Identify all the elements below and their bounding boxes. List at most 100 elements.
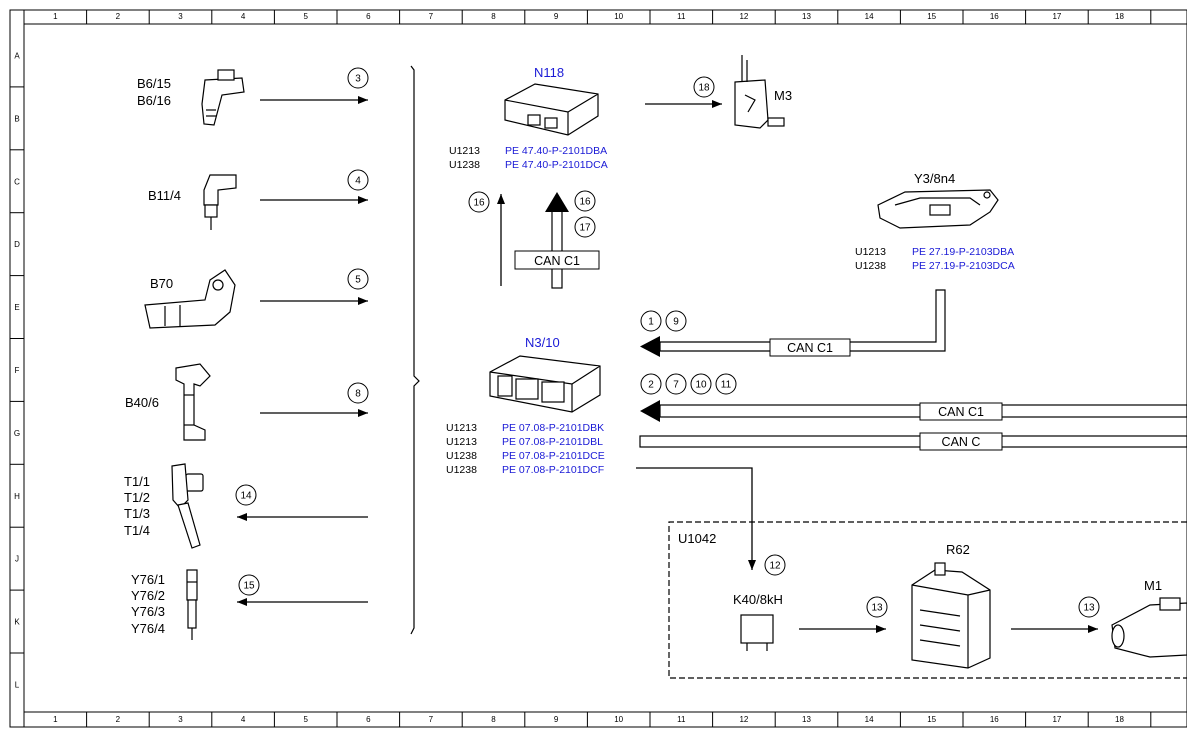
n118-ref-doc-2[interactable]: PE 47.40-P-2101DCA bbox=[505, 159, 608, 171]
starter-motor-icon bbox=[1111, 597, 1187, 658]
n3-ref-doc-1[interactable]: PE 07.08-P-2101DBK bbox=[502, 422, 604, 434]
y3-title: Y3/8n4 bbox=[914, 171, 955, 186]
grid-column-label: 1 bbox=[53, 715, 58, 724]
label-y76-3: Y76/3 bbox=[131, 604, 165, 619]
component-n3: N3/10 U1213 U1213 U1238 U1238 PE 07.08-P… bbox=[446, 335, 605, 476]
svg-text:10: 10 bbox=[695, 380, 707, 391]
n3-ref-doc-3[interactable]: PE 07.08-P-2101DCE bbox=[502, 450, 605, 462]
grid-column-label: 18 bbox=[1115, 715, 1124, 724]
grid-column-label: 14 bbox=[865, 12, 874, 21]
sensor-arrows bbox=[237, 96, 368, 606]
y3-ref-doc-2[interactable]: PE 27.19-P-2103DCA bbox=[912, 260, 1015, 272]
arrow-n3-k40 bbox=[636, 467, 756, 570]
n3-ref-code-3: U1238 bbox=[446, 450, 477, 462]
grid-column-label: 3 bbox=[178, 715, 183, 724]
u1042-label: U1042 bbox=[678, 531, 716, 546]
sensor-b6: B6/15 B6/16 bbox=[137, 69, 245, 126]
component-y3: Y3/8n4 U1213 U1238 PE 27.19-P-2103DBA PE… bbox=[855, 171, 1015, 272]
n3-ref-doc-4[interactable]: PE 07.08-P-2101DCF bbox=[502, 464, 604, 476]
signal-marker-s18: 18 bbox=[693, 76, 715, 98]
svg-text:7: 7 bbox=[673, 380, 679, 391]
grid-row-label: D bbox=[14, 240, 20, 249]
svg-text:13: 13 bbox=[871, 603, 883, 614]
signal-marker-s14: 14 bbox=[235, 484, 257, 506]
y3-ref-code-1: U1213 bbox=[855, 246, 886, 258]
temperature-sensor-icon bbox=[203, 174, 237, 230]
glow-plug-icon bbox=[171, 463, 204, 549]
grid-column-label: 3 bbox=[178, 12, 183, 21]
fuel-pump-icon bbox=[734, 55, 785, 129]
can-c1-up-bus: CAN C1 bbox=[514, 192, 600, 289]
grid-column-label: 9 bbox=[554, 12, 559, 21]
grid-column-label: 18 bbox=[1115, 12, 1124, 21]
svg-text:5: 5 bbox=[355, 275, 361, 286]
signal-marker-s16a: 16 bbox=[468, 191, 490, 213]
grid-column-label: 13 bbox=[802, 715, 811, 724]
svg-text:17: 17 bbox=[579, 223, 591, 234]
grid-column-label: 8 bbox=[491, 12, 496, 21]
grid-column-label: 13 bbox=[802, 12, 811, 21]
grid-column-label: 10 bbox=[614, 715, 623, 724]
grid-row-label: G bbox=[14, 429, 20, 438]
grid-row-label: E bbox=[14, 303, 19, 312]
label-b6-16: B6/16 bbox=[137, 93, 171, 108]
grid-column-label: 5 bbox=[303, 715, 308, 724]
n3-ref-doc-2[interactable]: PE 07.08-P-2101DBL bbox=[502, 436, 603, 448]
label-y76-4: Y76/4 bbox=[131, 621, 165, 636]
signal-marker-s1: 1 bbox=[640, 310, 662, 332]
signal-marker-s16b: 16 bbox=[574, 190, 596, 212]
label-t1-3: T1/3 bbox=[124, 506, 150, 521]
svg-text:8: 8 bbox=[355, 389, 361, 400]
n3-ref-code-2: U1213 bbox=[446, 436, 477, 448]
can-c1-main-bus: CAN C1 bbox=[640, 400, 1187, 422]
grid-column-label: 15 bbox=[927, 12, 936, 21]
label-y76-1: Y76/1 bbox=[131, 572, 165, 587]
svg-text:3: 3 bbox=[355, 74, 361, 85]
grid-column-label: 14 bbox=[865, 715, 874, 724]
sensor-b40: B40/6 bbox=[125, 363, 211, 441]
n118-ref-code-2: U1238 bbox=[449, 159, 480, 171]
signal-marker-s12: 12 bbox=[764, 554, 786, 576]
n118-ref-code-1: U1213 bbox=[449, 145, 480, 157]
component-m1: M1 bbox=[1111, 578, 1187, 658]
grid-row-label: B bbox=[14, 114, 19, 123]
grid-column-label: 7 bbox=[429, 715, 434, 724]
n118-ref-doc-1[interactable]: PE 47.40-P-2101DBA bbox=[505, 145, 607, 157]
grid-column-label: 16 bbox=[990, 12, 999, 21]
can-c1-up-label: CAN C1 bbox=[534, 254, 580, 268]
label-y76-2: Y76/2 bbox=[131, 588, 165, 603]
grid-column-label: 12 bbox=[739, 12, 748, 21]
grid-column-label: 17 bbox=[1052, 715, 1061, 724]
svg-text:4: 4 bbox=[355, 176, 361, 187]
grid-column-label: 7 bbox=[429, 12, 434, 21]
k40-title: K40/8kH bbox=[733, 592, 783, 607]
m1-title: M1 bbox=[1144, 578, 1162, 593]
y3-ref-doc-1[interactable]: PE 27.19-P-2103DBA bbox=[912, 246, 1014, 258]
grid-column-label: 15 bbox=[927, 715, 936, 724]
grid-row-label: F bbox=[15, 366, 20, 375]
component-k40: K40/8kH bbox=[733, 592, 783, 651]
label-b40-6: B40/6 bbox=[125, 395, 159, 410]
crankshaft-sensor-icon bbox=[144, 269, 236, 329]
svg-text:13: 13 bbox=[1083, 603, 1095, 614]
grid-row-label: L bbox=[15, 680, 20, 689]
signal-marker-s13b: 13 bbox=[1078, 596, 1100, 618]
injector-icon bbox=[186, 569, 198, 640]
can-c1-y3-label: CAN C1 bbox=[787, 341, 833, 355]
signal-marker-s7: 7 bbox=[665, 373, 687, 395]
grid-column-label: 9 bbox=[554, 715, 559, 724]
n118-title: N118 bbox=[534, 65, 564, 80]
grid-column-label: 4 bbox=[241, 715, 246, 724]
grid-column-label: 10 bbox=[614, 12, 623, 21]
svg-text:15: 15 bbox=[243, 581, 255, 592]
label-t1-4: T1/4 bbox=[124, 523, 150, 538]
label-b70: B70 bbox=[150, 276, 173, 291]
oil-sensor-icon bbox=[175, 363, 211, 441]
grid-column-label: 2 bbox=[116, 12, 121, 21]
signal-marker-s3: 3 bbox=[347, 67, 369, 89]
grid-column-label: 11 bbox=[677, 12, 686, 21]
can-c-label: CAN C bbox=[942, 435, 981, 449]
can-c-bus: CAN C bbox=[639, 432, 1187, 451]
svg-text:11: 11 bbox=[721, 380, 732, 391]
svg-text:12: 12 bbox=[769, 561, 781, 572]
